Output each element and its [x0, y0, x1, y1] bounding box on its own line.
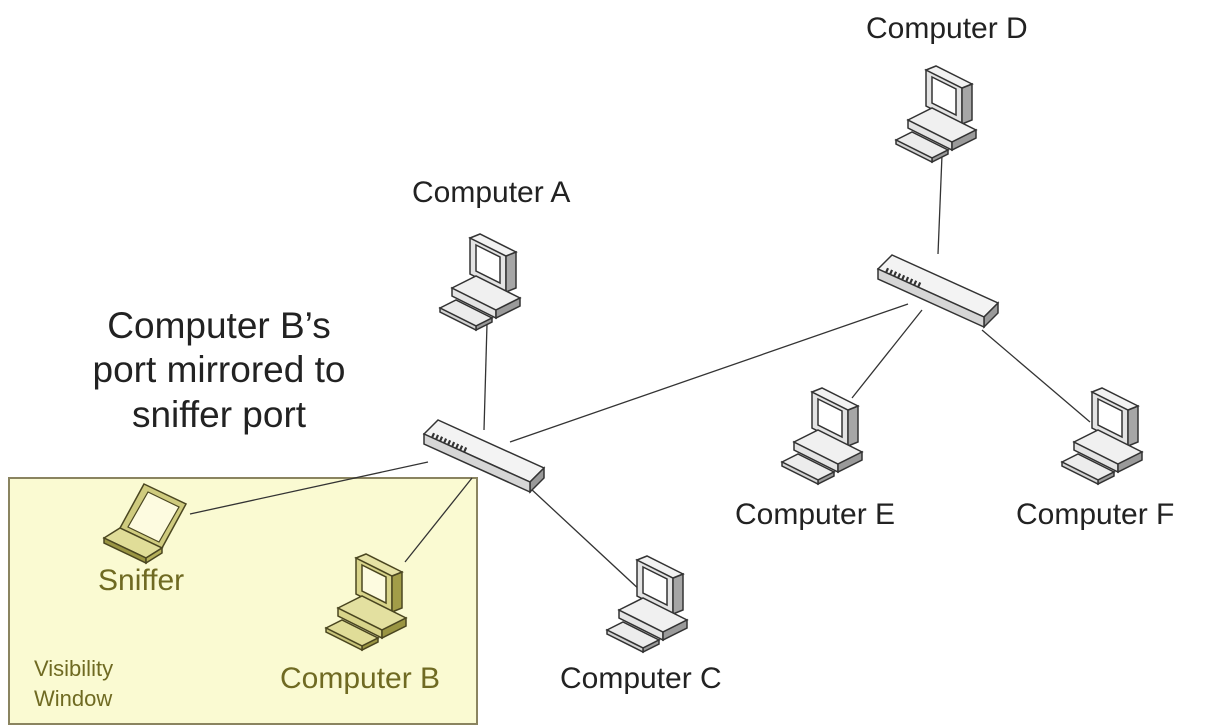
computer-a-icon: [439, 233, 521, 331]
link-switch-left-computer-b: [404, 477, 473, 563]
link-switch-left-sniffer: [189, 461, 429, 515]
computer-a-label: Computer A: [412, 176, 571, 209]
switch-right-icon: [878, 255, 998, 327]
visibility-window-label-line: Window: [34, 685, 113, 711]
sniffer-laptop-icon: [102, 483, 188, 565]
link-switch-left-computer-c: [529, 487, 643, 593]
computer-e-label: Computer E: [735, 498, 896, 531]
computer-e-icon: [781, 387, 863, 485]
link-switch-right-computer-d: [937, 154, 943, 255]
computer-d-label: Computer D: [866, 12, 1028, 45]
mirror-note-line: Computer B’s: [107, 305, 331, 346]
visibility-window-label: Visibility Window: [34, 654, 113, 713]
computer-c-label: Computer C: [560, 662, 722, 695]
computer-f-icon: [1061, 387, 1143, 485]
link-switch-right-computer-f: [981, 329, 1091, 423]
computer-d-icon: [895, 65, 977, 163]
computer-b-label: Computer B: [280, 662, 441, 695]
computer-f-label: Computer F: [1016, 498, 1175, 531]
mirror-note-line: sniffer port: [131, 393, 307, 435]
sniffer-label: Sniffer: [98, 564, 185, 597]
link-switch-left-switch-right: [509, 303, 909, 443]
mirror-note: Computer B’s port mirrored to sniffer po…: [74, 304, 364, 437]
visibility-window-label-line: Visibility: [34, 656, 114, 681]
mirror-note-line: port mirrored to: [92, 349, 346, 391]
link-switch-right-computer-e: [851, 309, 923, 399]
link-switch-left-computer-a: [483, 323, 488, 431]
network-links: [189, 154, 1091, 593]
